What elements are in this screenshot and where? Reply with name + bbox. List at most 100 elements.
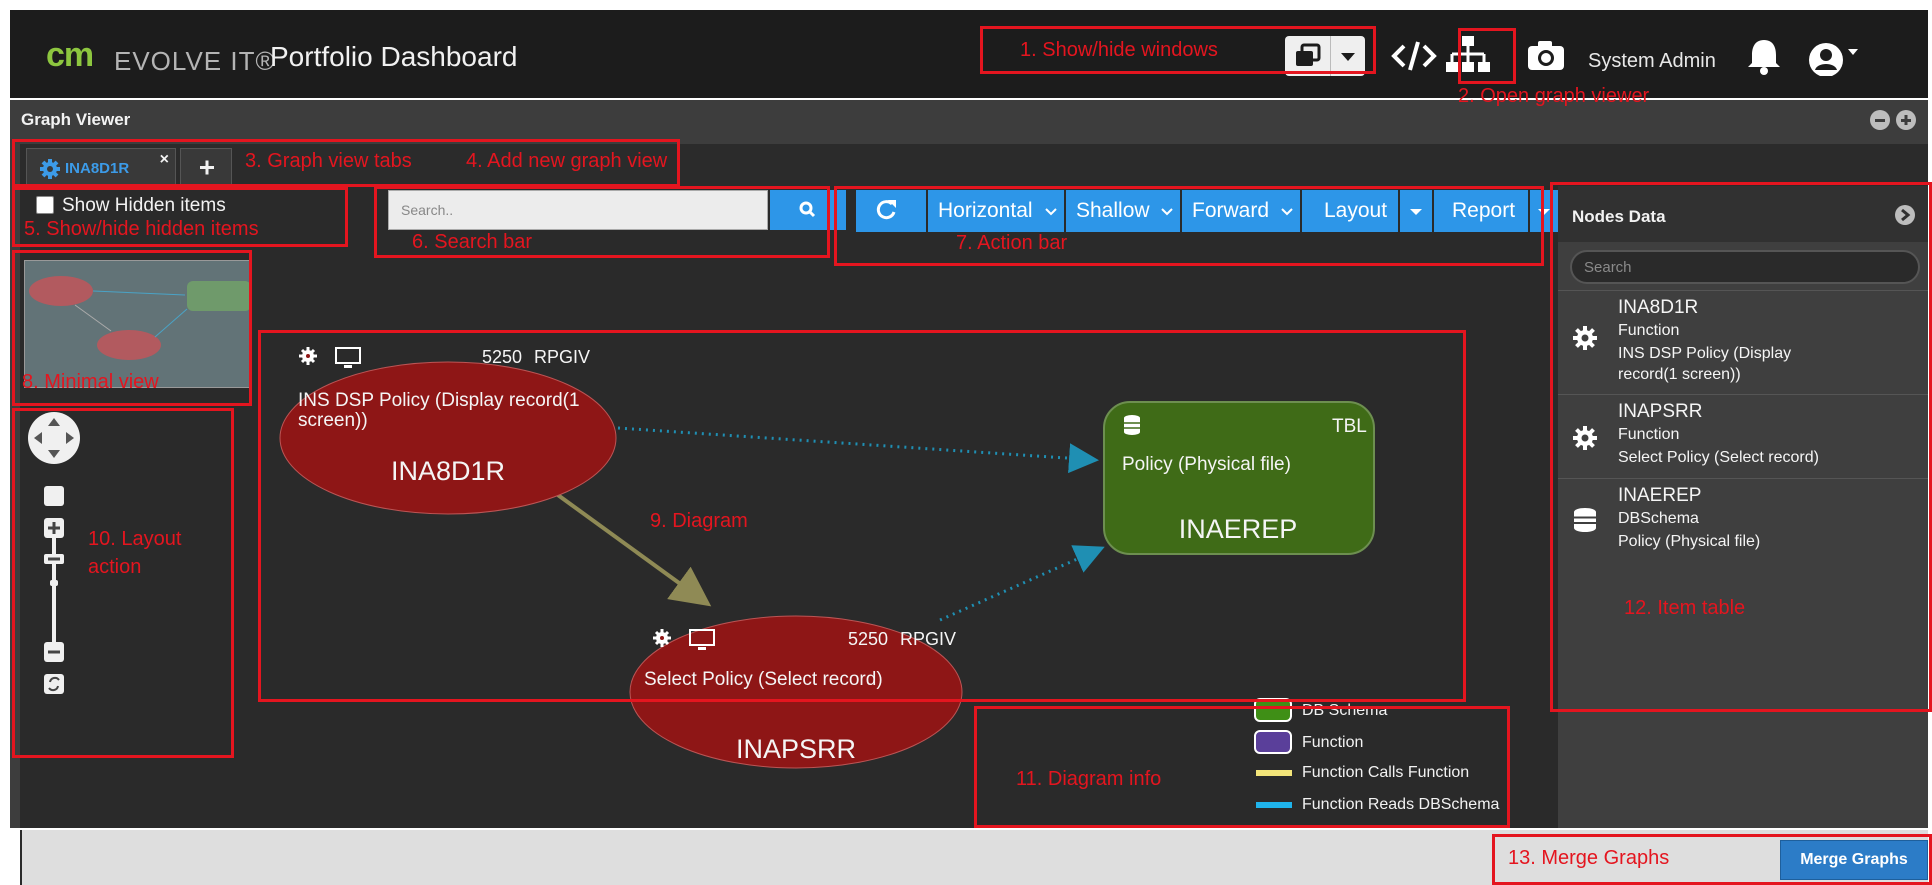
node-inapsrr[interactable]: 5250 RPGIV Select Policy (Select record)… <box>629 615 963 769</box>
gear-icon <box>1573 426 1597 450</box>
layout-button[interactable]: Layout <box>1302 190 1398 232</box>
annotation-tabs: 3. Graph view tabs <box>245 150 412 172</box>
snapshot-button[interactable] <box>1522 36 1570 76</box>
node-inaerep[interactable]: TBL Policy (Physical file) INAEREP <box>1103 401 1375 555</box>
direction-label: Forward <box>1192 199 1270 222</box>
annotation-layout-line2: action <box>88 556 142 578</box>
nodes-data-panel: Nodes Data INA8D1R Function INS DSP Poli… <box>1558 186 1928 828</box>
plus-circle-icon <box>1901 115 1911 125</box>
layout-label: Layout <box>1324 199 1388 222</box>
user-avatar-icon <box>1809 43 1858 77</box>
fit-view-button[interactable] <box>44 486 64 506</box>
sitemap-icon <box>1446 36 1490 72</box>
code-view-button[interactable] <box>1390 36 1438 76</box>
add-graph-view-button[interactable] <box>180 148 232 186</box>
show-hidden-checkbox[interactable] <box>36 196 54 214</box>
edge-ina8d1r-inapsrr <box>538 480 712 607</box>
notifications-button[interactable] <box>1740 36 1788 76</box>
annotation-add-tab: 4. Add new graph view <box>466 150 668 172</box>
annotation-legend: 11. Diagram info <box>1016 768 1162 790</box>
minimal-view[interactable] <box>24 260 252 388</box>
legend-label-function: Function <box>1302 734 1364 751</box>
annotation-search: 6. Search bar <box>412 231 533 253</box>
node-row-ina8d1r[interactable]: INA8D1R Function INS DSP Policy (Display… <box>1558 290 1928 394</box>
legend-swatch-function <box>1254 730 1292 754</box>
direction-dropdown[interactable]: Forward <box>1182 190 1300 232</box>
node-id: INA8D1R <box>391 456 505 486</box>
annotation-box-actionbar <box>834 186 1544 266</box>
report-dropdown-toggle[interactable] <box>1530 190 1558 232</box>
node-ina8d1r[interactable]: 5250 RPGIV INS DSP Policy (Display recor… <box>279 347 617 515</box>
legend-line-reads <box>1256 802 1292 808</box>
graph-viewer-panel: Graph Viewer INA8D1R × <box>10 100 1928 828</box>
graph-search-button[interactable] <box>770 190 846 230</box>
annotation-box-graph-viewer <box>1458 28 1516 84</box>
code-icon <box>1391 41 1437 71</box>
node-row-type: Function <box>1618 426 1680 443</box>
database-icon <box>1574 508 1596 532</box>
windows-button[interactable] <box>1285 36 1331 76</box>
gear-icon <box>299 347 317 365</box>
open-graph-viewer-button[interactable] <box>1444 36 1492 76</box>
nodes-search-input[interactable] <box>1570 250 1920 284</box>
node-desc-line2: screen)) <box>298 410 368 431</box>
annotation-box-layout <box>12 408 234 758</box>
nodes-data-header: Nodes Data <box>1558 186 1928 242</box>
node-row-inaerep[interactable]: INAEREP DBSchema Policy (Physical file) <box>1558 478 1928 562</box>
layout-dropdown-toggle[interactable] <box>1400 190 1432 232</box>
node-row-desc: Policy (Physical file) <box>1618 533 1761 550</box>
tab-close-button[interactable]: × <box>159 151 169 168</box>
user-menu-button[interactable] <box>1806 36 1858 77</box>
depth-label: Shallow <box>1076 199 1150 222</box>
orientation-dropdown[interactable]: Horizontal <box>928 190 1064 232</box>
node-meta-right: RPGIV <box>534 347 590 367</box>
merge-graphs-button[interactable]: Merge Graphs <box>1780 840 1928 880</box>
chevron-down-icon <box>1281 208 1293 216</box>
node-meta-right: RPGIV <box>900 629 956 649</box>
node-id: INAEREP <box>1179 514 1298 544</box>
brand-logo-cm: cm <box>46 36 94 74</box>
gear-icon <box>653 629 671 647</box>
annotation-minimap: 8. Minimal view <box>22 371 159 393</box>
graph-diagram: 5250 RPGIV INS DSP Policy (Display recor… <box>279 347 1375 769</box>
node-row-type: DBSchema <box>1618 510 1699 527</box>
node-meta-right: TBL <box>1332 416 1367 437</box>
graph-view-tabs: INA8D1R × <box>20 144 1928 186</box>
graph-canvas: Show Hidden items Horizontal <box>20 186 1558 828</box>
layout-action-icons <box>28 412 80 694</box>
tab-ina8d1r[interactable]: INA8D1R × <box>26 148 176 186</box>
chevron-down-icon <box>1045 208 1057 216</box>
caret-down-icon <box>1341 53 1355 61</box>
annotation-box-search <box>374 186 830 258</box>
chevron-down-icon <box>1161 208 1173 216</box>
collapse-panel-button[interactable] <box>1894 204 1916 226</box>
graph-search-input[interactable] <box>388 190 768 230</box>
annotation-hidden: 5. Show/hide hidden items <box>24 218 259 240</box>
annotation-layout: 10. Layout <box>88 528 182 550</box>
bottom-bar <box>20 830 1928 885</box>
plus-icon <box>200 160 214 175</box>
gear-icon <box>40 159 60 179</box>
node-row-desc: Select Policy (Select record) <box>1618 449 1819 466</box>
report-button[interactable]: Report <box>1434 190 1528 232</box>
user-name: System Admin <box>1588 50 1716 72</box>
depth-dropdown[interactable]: Shallow <box>1066 190 1180 232</box>
annotation-item-table: 12. Item table <box>1624 597 1746 619</box>
maximize-button[interactable] <box>1896 110 1916 130</box>
brand-logo-evolve: EVOLVE IT® <box>114 46 276 76</box>
pan-control[interactable] <box>28 412 80 464</box>
refresh-button[interactable] <box>856 190 926 232</box>
node-row-inapsrr[interactable]: INAPSRR Function Select Policy (Select r… <box>1558 394 1928 478</box>
node-id: INAPSRR <box>736 734 856 764</box>
search-icon <box>799 201 816 218</box>
node-row-name: INAPSRR <box>1618 401 1703 422</box>
zoom-slider-track[interactable] <box>52 538 56 642</box>
node-meta-left: 5250 <box>482 347 522 367</box>
windows-dropdown-button[interactable] <box>1331 36 1365 76</box>
bell-icon <box>1748 40 1780 75</box>
annotation-merge: 13. Merge Graphs <box>1508 847 1670 869</box>
node-row-name: INAEREP <box>1618 485 1702 506</box>
minimize-button[interactable] <box>1870 110 1890 130</box>
annotation-box-item-table <box>1550 182 1932 712</box>
